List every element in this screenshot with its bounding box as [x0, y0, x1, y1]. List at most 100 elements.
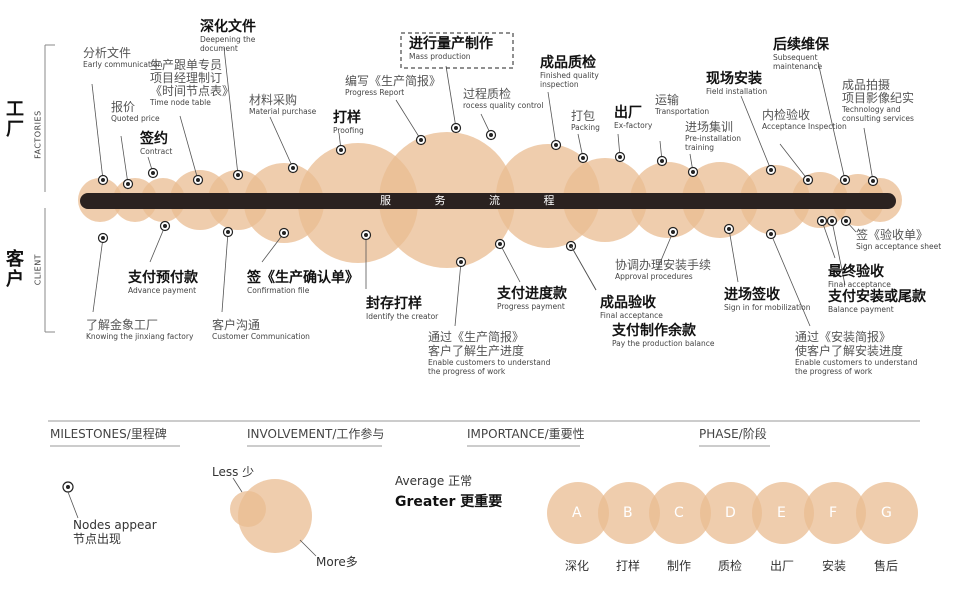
c-finalacc-en: Final acceptance	[828, 280, 891, 289]
f-order-en: Time node table	[150, 98, 211, 107]
c-final-zh: 成品验收	[600, 295, 656, 311]
milestone-node-dot	[364, 233, 368, 237]
milestone-node-dot	[844, 219, 848, 223]
c-installprog-zh: 通过《安装简报》 使客户了解安装进度	[795, 330, 904, 358]
f-material-en: Material purchase	[249, 107, 317, 116]
c-progress-zh: 通过《生产简报》 客户了解生产进度	[428, 330, 525, 358]
factory-label-en: FACTORIES	[33, 110, 43, 159]
f-training-zh: 进场集训	[685, 120, 734, 134]
phase-letter-b: B	[623, 505, 633, 521]
leader-line	[395, 99, 422, 141]
milestone-node-dot	[236, 173, 240, 177]
f-qc-zh: 过程质检	[463, 87, 512, 101]
phase-letter-c: C	[674, 505, 684, 521]
milestone-node-dot	[101, 236, 105, 240]
f-maintain-zh: 后续维保	[773, 37, 829, 53]
phase-bubble-g	[856, 482, 918, 544]
f-contract-en: Contract	[140, 147, 173, 156]
c-final-en: Final acceptance	[600, 311, 663, 320]
milestone-node-dot	[454, 126, 458, 130]
f-photo-en: Technology and consulting services	[842, 105, 914, 123]
client-label-en: CLIENT	[33, 253, 43, 286]
leader-line	[817, 61, 846, 181]
phase-name-2: 制作	[667, 559, 692, 573]
milestone-node-dot	[489, 133, 493, 137]
f-mass-zh: 进行量产制作	[409, 36, 493, 52]
milestone-node-dot	[554, 143, 558, 147]
c-approval-en: Approval procedures	[615, 272, 693, 281]
c-comm-zh: 客户沟通	[212, 318, 261, 332]
milestone-node-dot	[419, 138, 423, 142]
milestone-node-dot	[769, 232, 773, 236]
milestone-node-dot	[671, 230, 675, 234]
phase-bubble-f	[804, 482, 866, 544]
leader-line	[770, 233, 811, 327]
leader-line	[120, 135, 129, 185]
service-flow-bar-text: 服 务 流 程	[380, 194, 575, 207]
f-deepen-zh: 深化文件	[200, 19, 256, 35]
leader-line	[863, 127, 874, 182]
milestone-node-dot	[339, 148, 343, 152]
legend-node-line	[67, 491, 79, 519]
phase-name-6: 售后	[874, 559, 899, 573]
service-flow-bar	[80, 193, 896, 209]
c-balpay-en: Balance payment	[828, 305, 894, 314]
c-signsheet-en: Sign acceptance sheet	[856, 242, 942, 251]
milestone-node-dot	[820, 219, 824, 223]
f-material-zh: 材料采购	[249, 93, 298, 107]
phase-letter-f: F	[829, 505, 838, 521]
phase-name-4: 出厂	[770, 559, 795, 573]
leader-line	[261, 232, 285, 263]
f-order-zh: 生产跟单专员 项目经理制订 《时间节点表》	[150, 58, 235, 98]
c-balpay-zh: 支付安装或尾款	[828, 289, 926, 305]
f-analysis-en: Early communication	[83, 60, 163, 69]
c-progpay-en: Progress payment	[497, 302, 565, 311]
milestone-node-dot	[727, 227, 731, 231]
milestone-node-dot	[459, 260, 463, 264]
c-balance-en: Pay the production balance	[612, 339, 715, 348]
f-qc-en: rocess quality control	[463, 101, 544, 110]
f-proof-zh: 打样	[333, 110, 361, 126]
milestone-node-dot	[581, 156, 585, 160]
legend-node-icon-dot	[66, 485, 70, 489]
f-analysis-zh: 分析文件	[83, 46, 132, 60]
milestone-node-dot	[498, 242, 502, 246]
c-signin-en: Sign in for mobilization	[724, 303, 811, 312]
f-finished-zh: 成品质检	[540, 55, 596, 71]
milestone-node-dot	[691, 170, 695, 174]
phase-letter-e: E	[777, 505, 786, 521]
leader-line	[547, 91, 557, 146]
legend-node-label-zh: 节点出现	[73, 532, 122, 546]
c-know-en: Knowing the jinxiang factory	[86, 332, 194, 341]
f-install-zh: 现场安装	[706, 71, 762, 87]
legend-large-bubble	[238, 479, 312, 553]
c-seal-en: Identify the creator	[366, 312, 439, 321]
phase-letter-g: G	[881, 505, 892, 521]
legend-more-label: More多	[316, 555, 358, 569]
leader-line	[779, 143, 809, 181]
c-finalacc-zh: 最终验收	[828, 264, 884, 280]
f-mass-en: Mass production	[409, 52, 471, 61]
c-advance-zh: 支付预付款	[128, 270, 198, 286]
f-exfactory-zh: 出厂	[614, 105, 642, 121]
leader-line	[445, 65, 457, 129]
f-deepen-en: Deepening the document	[200, 35, 256, 53]
c-confirm-zh: 签《生产确认单》	[247, 270, 359, 286]
phase-bubble-d	[700, 482, 762, 544]
f-contract-zh: 签约	[140, 131, 168, 147]
leader-line	[656, 231, 674, 271]
f-finished-en: Finished quality inspection	[540, 71, 599, 89]
f-photo-zh: 成品拍摄 项目影像纪实	[842, 78, 915, 105]
leader-line	[179, 115, 199, 181]
milestone-node-dot	[163, 224, 167, 228]
legend-importance-title: IMPORTANCE/重要性	[467, 427, 585, 441]
f-report-zh: 编写《生产简报》	[345, 74, 442, 88]
phase-name-1: 打样	[616, 559, 641, 573]
f-report-en: Progress Report	[345, 88, 405, 97]
c-progpay-zh: 支付进度款	[497, 286, 567, 302]
leader-line	[269, 116, 294, 169]
milestone-node-dot	[618, 155, 622, 159]
c-know-zh: 了解金象工厂	[86, 318, 159, 332]
milestone-node-dot	[769, 168, 773, 172]
milestone-node-dot	[226, 230, 230, 234]
